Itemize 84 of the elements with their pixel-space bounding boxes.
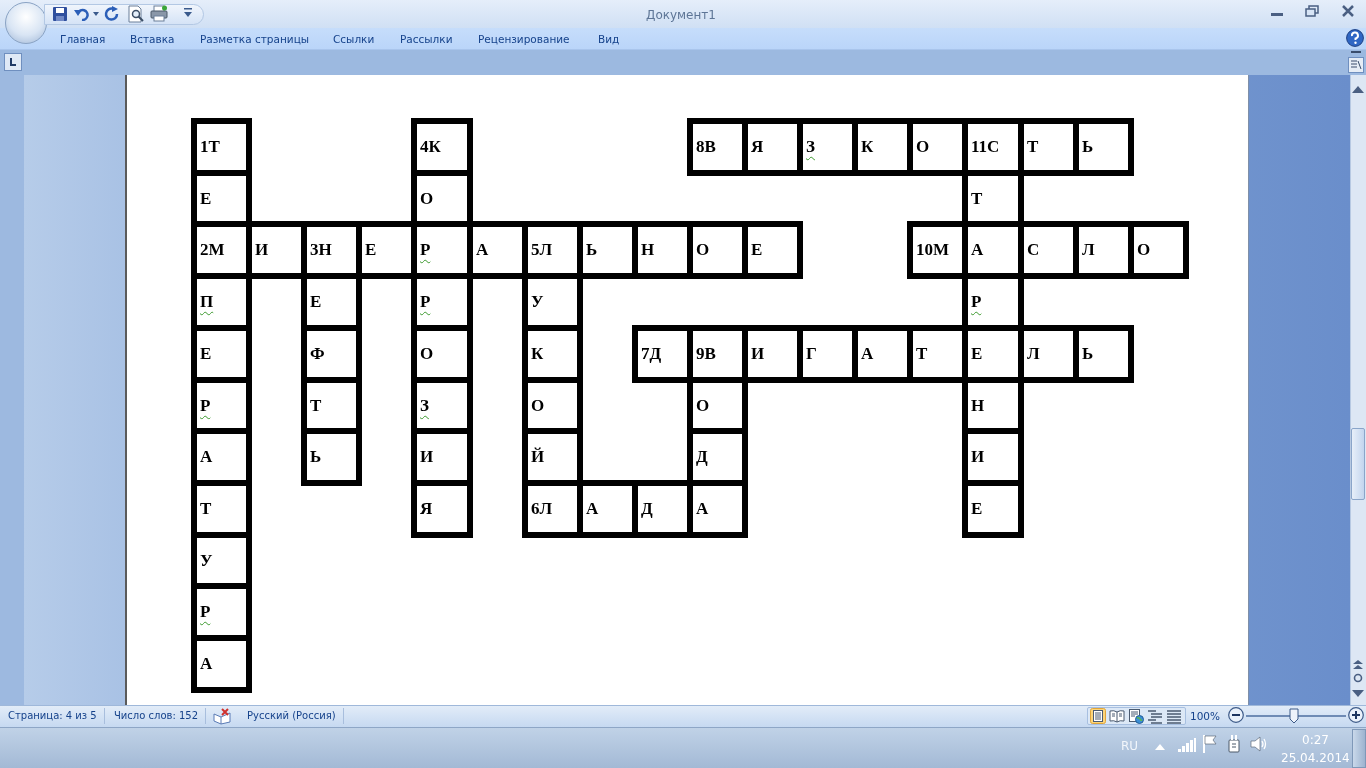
ribbon-tab-label: Вставка xyxy=(130,32,175,46)
crossword-cell: 9В xyxy=(687,325,742,377)
crossword-cell: К xyxy=(852,118,907,176)
crossword-cell: Я xyxy=(742,118,797,176)
crossword-cell: 5Л xyxy=(522,221,577,273)
crossword-cell: 7Д xyxy=(632,325,687,383)
crossword-cell: К xyxy=(522,325,583,377)
crossword-cell: Ь xyxy=(1073,325,1134,383)
ribbon-tab-label: Разметка страницы xyxy=(200,32,310,46)
crossword-cell: Ь xyxy=(577,221,632,279)
crossword-cell: С xyxy=(1018,221,1073,279)
crossword-cell: З xyxy=(797,118,852,176)
date-text: 25.04.2014 xyxy=(1281,750,1350,766)
crossword-cell: Р xyxy=(191,583,252,635)
crossword-cell: А xyxy=(191,428,252,480)
crossword-cell: Д xyxy=(687,428,748,480)
crossword-cell: Й xyxy=(522,428,583,480)
crossword-cell: А xyxy=(687,480,748,538)
crossword-cell: Е xyxy=(356,221,411,279)
ribbon-tab-label: Рецензирование xyxy=(478,32,570,46)
crossword-cell: О xyxy=(411,170,473,221)
crossword-cell: Р xyxy=(411,221,467,273)
crossword-cell: 1Т xyxy=(191,118,252,170)
crossword-cell: У xyxy=(522,273,583,325)
crossword-cell: И xyxy=(962,428,1024,480)
crossword-cell: О xyxy=(687,377,748,428)
crossword-cell: Т xyxy=(301,377,362,428)
word-count-text: Число слов: 152 xyxy=(114,709,199,722)
crossword-cell: О xyxy=(687,221,742,279)
crossword-cell: Е xyxy=(742,221,803,279)
crossword-cell: А xyxy=(852,325,907,383)
ribbon-tab-label: Ссылки xyxy=(333,32,375,46)
crossword-cell: Т xyxy=(962,170,1024,221)
crossword-cell: Р xyxy=(962,273,1024,325)
crossword-cell: Л xyxy=(1018,325,1073,383)
crossword-cell: У xyxy=(191,532,252,583)
crossword-cell: 8В xyxy=(687,118,742,176)
window-title-text: Документ1 xyxy=(646,7,716,23)
crossword-cell: Ф xyxy=(301,325,362,377)
crossword-cell: Г xyxy=(797,325,852,383)
crossword-cell: И xyxy=(742,325,797,383)
crossword-cell: Т xyxy=(907,325,962,383)
crossword-cell: 3Н xyxy=(301,221,356,273)
crossword-cell: И xyxy=(411,428,473,480)
crossword-cell: А xyxy=(467,221,522,279)
crossword-cell: Т xyxy=(1018,118,1073,176)
ribbon-tab-label: Главная xyxy=(60,32,106,46)
crossword-cell: Я xyxy=(411,480,473,538)
crossword-cell: Л xyxy=(1073,221,1128,279)
crossword-cell: А xyxy=(577,480,632,538)
crossword-cell: Е xyxy=(191,170,252,221)
crossword-cell: 11С xyxy=(962,118,1018,170)
crossword-cell: 2М xyxy=(191,221,246,273)
crossword-cell: О xyxy=(1128,221,1189,279)
input-language-text: RU xyxy=(1121,738,1139,754)
language-text: Русский (Россия) xyxy=(247,709,336,722)
clock-time-text: 0:27 xyxy=(1302,732,1329,748)
zoom-level-text: 100% xyxy=(1190,709,1221,723)
crossword-cell: А xyxy=(962,221,1018,273)
crossword-cell: О xyxy=(522,377,583,428)
crossword-cell: 4К xyxy=(411,118,473,170)
crossword-cell: Р xyxy=(411,273,473,325)
crossword-cell: Т xyxy=(191,480,252,532)
crossword-cell: Е xyxy=(191,325,252,377)
crossword-cell: И xyxy=(246,221,301,279)
crossword-cell: 10М xyxy=(907,221,962,279)
crossword-cell: З xyxy=(411,377,473,428)
crossword-cell: Ь xyxy=(1073,118,1134,176)
ribbon-tab-label: Рассылки xyxy=(400,32,453,46)
crossword-cell: Н xyxy=(632,221,687,279)
crossword-cell: Ь xyxy=(301,428,362,486)
crossword-cell: А xyxy=(191,635,252,693)
page-count-text: Страница: 4 из 5 xyxy=(8,709,97,722)
crossword-cell: 6Л xyxy=(522,480,577,538)
crossword-cell: Е xyxy=(962,480,1024,538)
crossword-cell: Е xyxy=(301,273,362,325)
crossword-cell: Д xyxy=(632,480,687,538)
ribbon-tab-label: Вид xyxy=(598,32,620,46)
crossword-cell: Н xyxy=(962,377,1024,428)
crossword-cell: О xyxy=(907,118,962,176)
crossword-cell: Е xyxy=(962,325,1018,377)
crossword-cell: Р xyxy=(191,377,252,428)
crossword-cell: П xyxy=(191,273,252,325)
crossword-cell: О xyxy=(411,325,473,377)
